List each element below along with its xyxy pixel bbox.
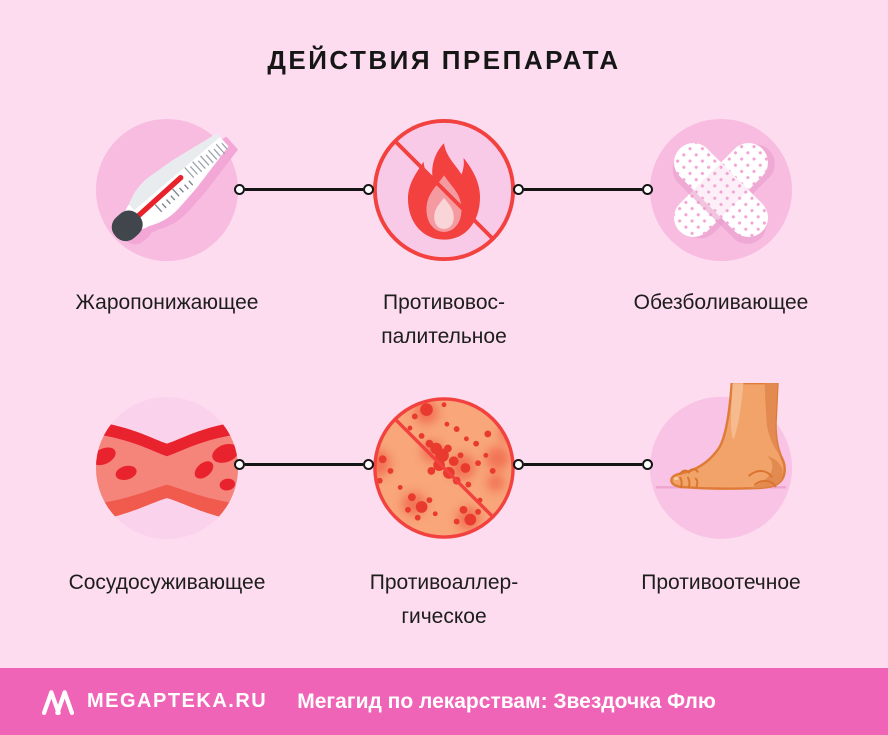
footer-brand: MEGAPTEKA.RU bbox=[87, 690, 268, 712]
megapteka-logo-icon bbox=[41, 689, 75, 715]
action-label-antiallergic: Противоаллер- гическое bbox=[369, 571, 519, 628]
footer-bar: MEGAPTEKA.RU Мегагид по лекарствам: Звез… bbox=[0, 668, 888, 735]
connector-line bbox=[245, 463, 363, 466]
footer-tagline: Мегагид по лекарствам: Звездочка Флю bbox=[297, 689, 716, 713]
narrowed-blood-vessel-icon bbox=[94, 395, 240, 541]
connector-line bbox=[524, 188, 642, 191]
connector-dot bbox=[642, 459, 653, 470]
crossed-out-flame-icon bbox=[371, 117, 517, 263]
connector-row1-left bbox=[234, 184, 374, 195]
connector-row2-left bbox=[234, 459, 374, 470]
action-label-antipyretic: Жаропонижающее bbox=[75, 291, 259, 314]
action-label-analgesic: Обезболивающее bbox=[633, 291, 809, 314]
connector-dot bbox=[363, 459, 374, 470]
action-label-antiedema: Противоотечное bbox=[641, 571, 801, 594]
connector-dot bbox=[234, 184, 245, 195]
connector-dot bbox=[234, 459, 245, 470]
connector-dot bbox=[363, 184, 374, 195]
connector-dot bbox=[642, 184, 653, 195]
connector-line bbox=[524, 463, 642, 466]
connector-row1-right bbox=[513, 184, 653, 195]
connector-dot bbox=[513, 184, 524, 195]
connector-line bbox=[245, 188, 363, 191]
connector-dot bbox=[513, 459, 524, 470]
connector-row2-right bbox=[513, 459, 653, 470]
swollen-foot-icon bbox=[648, 381, 794, 541]
action-label-antiinflammatory: Противовос- палительное bbox=[381, 291, 507, 348]
page-title: ДЕЙСТВИЯ ПРЕПАРАТА bbox=[267, 45, 621, 75]
crossed-bandaids-icon bbox=[648, 117, 794, 263]
thermometer-icon bbox=[94, 117, 240, 263]
crossed-out-skin-rash-icon bbox=[371, 395, 517, 541]
action-label-vasoconstrictor: Сосудосуживающее bbox=[68, 571, 266, 594]
